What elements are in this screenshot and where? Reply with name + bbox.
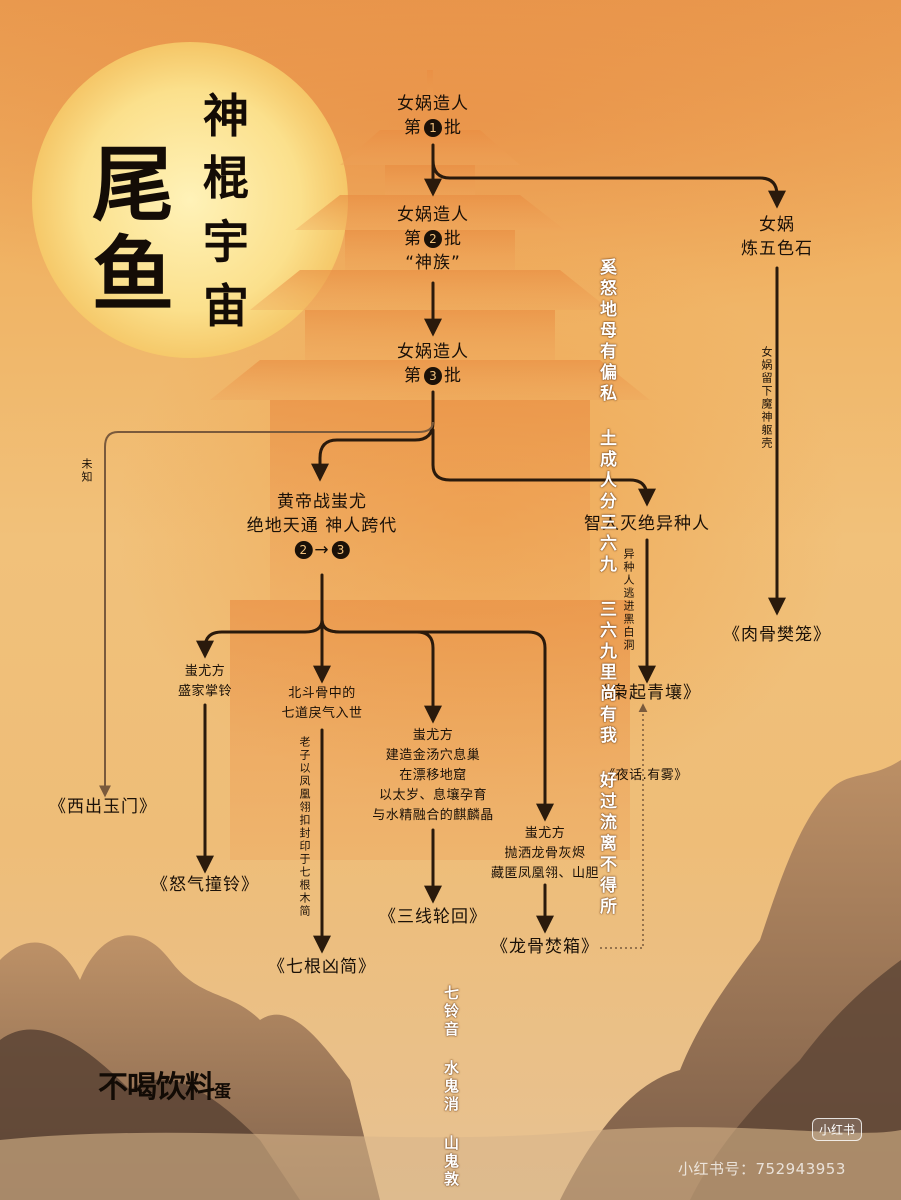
poem-bottom-col-2: 水鬼消	[442, 1060, 460, 1114]
node-huangdi: 黄帝战蚩尤 绝地天通 神人跨代 2→3	[247, 490, 397, 562]
edge-nuwa3-huangdi	[311, 390, 435, 482]
edge-nuwa3-xichu	[99, 421, 434, 798]
node-dragon-line1: 蚩尤方	[524, 826, 566, 841]
edge-label-laozi: 老子以凤凰翎扣封印于七根木简	[298, 736, 311, 918]
node-nuwa3-line1: 女娲造人	[397, 342, 469, 362]
node-nest-line2: 建造金汤穴息巢	[385, 748, 481, 763]
node-nuwa-stone: 女娲 炼五色石	[741, 213, 813, 261]
node-bell-line1: 蚩尤方	[184, 664, 226, 679]
edge-label-nuwa-left: 女娲留下魔神躯壳	[760, 346, 773, 450]
node-beidou: 北斗骨中的 七道戾气入世	[281, 684, 362, 724]
edge-nuwa1-stone	[431, 158, 786, 209]
book-qigen-xiongjian: 《七根凶简》	[268, 957, 376, 977]
batch-prefix: 第	[404, 366, 422, 386]
node-chiyou-bell: 蚩尤方 盛家掌铃	[178, 662, 232, 702]
pagoda-silhouette	[210, 70, 650, 860]
batch-suffix: 批	[444, 229, 462, 249]
book-longgu-fenxiang: 《龙骨焚箱》	[491, 937, 599, 957]
book-sanxian-lunhui: 《三线轮回》	[379, 907, 487, 927]
batch-suffix: 批	[444, 118, 462, 138]
right-arrow-icon: →	[314, 540, 330, 560]
node-stone-line2: 炼五色石	[741, 239, 813, 259]
poem-right-col-4: 好过流离不得所	[596, 771, 616, 918]
node-chiyou-dragon: 蚩尤方 抛洒龙骨灰烬 藏匿凤凰翎、山胆	[491, 824, 599, 884]
title-char-zhou: 宙	[203, 279, 249, 333]
batch-prefix: 第	[404, 229, 422, 249]
watermark-id: 小红书号：752943953	[678, 1160, 846, 1178]
batch-prefix: 第	[404, 118, 422, 138]
title-char-wei: 尾	[92, 137, 175, 233]
node-huangdi-line3: 2→3	[247, 538, 397, 562]
node-stone-line1: 女娲	[759, 215, 795, 235]
era-badge-3: 3	[331, 541, 350, 559]
edge-split-dragon	[320, 618, 554, 822]
sun-shape	[32, 42, 348, 358]
node-zhiren-line1: 智人灭绝异种人	[584, 514, 710, 534]
node-beidou-line2: 七道戾气入世	[281, 706, 363, 721]
poem-bottom-col-1: 七铃音	[442, 985, 460, 1039]
batch-badge-2: 2	[424, 230, 442, 248]
book-nuqi-zhuangling: 《怒气撞铃》	[151, 875, 259, 895]
node-nest-line1: 蚩尤方	[412, 728, 454, 743]
title-char-gun: 棍	[203, 151, 249, 205]
brand-main: 不喝饮料	[98, 1070, 215, 1105]
node-nuwa2-line3: “神族”	[405, 253, 461, 273]
edge-label-yehua: 《夜话.有雾》	[602, 768, 688, 783]
batch-badge-3: 3	[424, 367, 442, 385]
node-dragon-line2: 抛洒龙骨灰烬	[504, 846, 586, 861]
batch-badge-1: 1	[424, 119, 442, 137]
node-nuwa2-line1: 女娲造人	[397, 205, 469, 225]
brand-tail: 蛋	[214, 1082, 231, 1102]
book-xiaoqi-qingrang: 《枭起青壤》	[593, 683, 701, 703]
edge-longgu-xiaoqi-dotted	[600, 703, 648, 949]
batch-suffix: 批	[444, 366, 462, 386]
era-badge-2: 2	[294, 541, 313, 559]
node-nest-line5: 与水精融合的麒麟晶	[372, 808, 494, 823]
edge-nuwa3-zhiren	[431, 428, 656, 507]
node-nuwa1-line1: 女娲造人	[397, 94, 469, 114]
poem-right: 奚怒地母有偏私 土成人分三六九 三六九里尚有我 好过流离不得所	[594, 258, 618, 918]
node-nest-line3: 在漂移地窟	[399, 768, 467, 783]
node-huangdi-line2: 绝地天通 神人跨代	[246, 516, 398, 536]
poem-bottom: 七铃音 水鬼消 山鬼敦	[440, 985, 462, 1189]
node-chiyou-nest: 蚩尤方 建造金汤穴息巢 在漂移地窟 以太岁、息壤孕育 与水精融合的麒麟晶	[372, 726, 494, 826]
node-nest-line4: 以太岁、息壤孕育	[378, 788, 488, 803]
title-char-shen: 神	[203, 89, 249, 143]
xiaohongshu-logo: 小红书	[812, 1118, 863, 1141]
brand-signature: 不喝饮料蛋	[98, 1062, 231, 1106]
node-bell-line2: 盛家掌铃	[177, 684, 233, 699]
poem-bottom-col-3: 山鬼敦	[442, 1135, 460, 1189]
poem-right-col-1: 奚怒地母有偏私	[596, 258, 616, 405]
poem-right-col-3: 三六九里尚有我	[596, 600, 616, 747]
poem-right-col-2: 土成人分三六九	[596, 429, 616, 576]
node-beidou-line1: 北斗骨中的	[288, 686, 356, 701]
edge-label-weizhi: 未知	[80, 458, 93, 484]
title-char-yu: 宇	[203, 215, 249, 269]
book-xichu-yumen: 《西出玉门》	[49, 797, 157, 817]
node-zhiren: 智人灭绝异种人	[584, 512, 710, 536]
edge-label-yizhong: 异种人逃进黑白洞	[622, 548, 635, 652]
mountains	[0, 760, 901, 1200]
book-rougu-fanlong: 《肉骨樊笼》	[723, 625, 831, 645]
edge-split-bell	[196, 618, 324, 659]
node-dragon-line3: 藏匿凤凰翎、山胆	[490, 866, 600, 881]
title-char-yu2: 鱼	[92, 227, 175, 323]
node-huangdi-line1: 黄帝战蚩尤	[277, 492, 367, 512]
